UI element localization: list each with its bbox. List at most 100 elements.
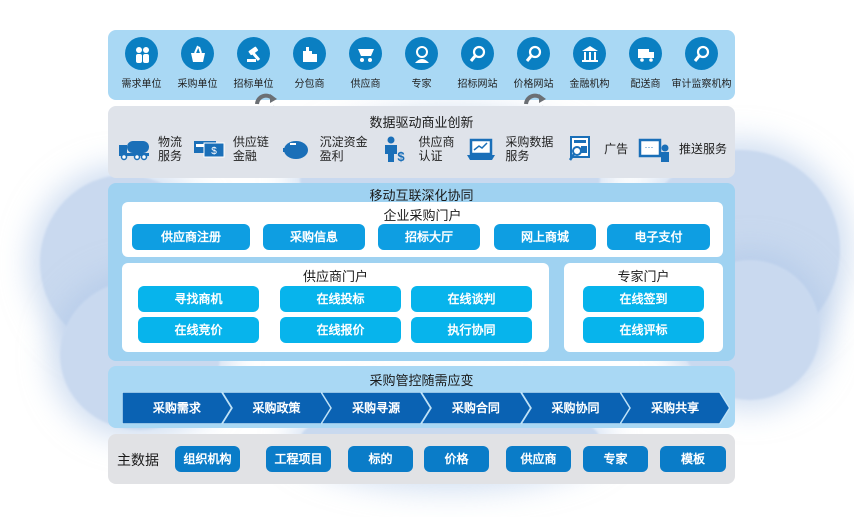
participants-layer: 需求单位采购单位招标单位分包商供应商 专家 招标网站价格网站 金融机构 配送商审计监察机…	[108, 30, 735, 100]
participant-item: 采购单位	[170, 37, 225, 90]
master-data-item[interactable]: 工程项目	[266, 446, 331, 472]
people-icon	[125, 37, 158, 70]
participant-item: 供应商	[338, 37, 393, 90]
label-line: 供应链	[232, 135, 269, 149]
innovation-service-label: 推送服务	[679, 142, 727, 156]
master-data-item[interactable]: 价格	[424, 446, 489, 472]
process-step[interactable]: 采购需求	[122, 392, 232, 424]
label-line: 服务	[505, 149, 530, 163]
enterprise-portal-button[interactable]: 网上商城	[494, 224, 596, 250]
master-data-item[interactable]: 模板	[660, 446, 726, 472]
search-icon	[461, 37, 494, 70]
label-line: 广告	[604, 142, 629, 156]
enterprise-portal-button[interactable]: 供应商注册	[132, 224, 250, 250]
label-line: 盈利	[319, 149, 344, 163]
process-step[interactable]: 采购合同	[421, 392, 531, 424]
businessman-dollar-icon: $	[374, 134, 414, 164]
participant-label: 配送商	[630, 79, 661, 90]
participant-item: 分包商	[282, 37, 337, 90]
master-data-item[interactable]: 组织机构	[175, 446, 240, 472]
expert-icon	[405, 37, 438, 70]
master-data-layer: 主数据 组织机构 工程项目 标的 价格 供应商 专家 模板	[108, 434, 735, 484]
participant-item: 需求单位	[114, 37, 169, 90]
cart-icon	[349, 37, 382, 70]
label-line: 供应商	[418, 135, 455, 149]
innovation-title: 数据驱动商业创新	[369, 116, 474, 131]
laptop-chart-icon	[461, 134, 501, 164]
participant-item: 配送商	[618, 37, 673, 90]
participant-item: 价格网站	[506, 37, 561, 90]
master-data-item[interactable]: 供应商	[506, 446, 571, 472]
process-step[interactable]: 采购政策	[221, 392, 332, 424]
label-line: 金融	[232, 149, 257, 163]
innovation-service-item: $供应商认证	[374, 134, 455, 164]
enterprise-portal-button[interactable]: 招标大厅	[378, 224, 480, 250]
boxes-icon	[293, 37, 326, 70]
innovation-service-label: 供应商认证	[418, 135, 454, 163]
supplier-portal-button[interactable]: 在线报价	[280, 317, 401, 343]
tanker-truck-icon	[114, 134, 154, 164]
master-data-label: 主数据	[117, 453, 159, 469]
control-layer: 采购管控随需应变 采购需求 采购政策采购寻源采购合同 采购协同 采购共享	[108, 366, 735, 428]
innovation-service-label: 沉淀资金盈利	[320, 135, 368, 163]
supplier-portal-button[interactable]: 执行协同	[411, 317, 532, 343]
innovation-service-label: 供应链金融	[233, 135, 269, 163]
innovation-service-item: 采购数据服务	[461, 134, 553, 164]
search-icon	[685, 37, 718, 70]
newspaper-icon	[560, 134, 600, 164]
bank-icon	[573, 37, 606, 70]
process-step[interactable]: 采购寻源	[321, 392, 431, 424]
expert-portal-panel: 专家门户 在线签到 在线评标	[564, 263, 723, 352]
supplier-portal-button[interactable]: 在线投标	[280, 286, 401, 312]
participant-label: 价格网站	[513, 79, 554, 90]
participant-item: 专家	[394, 37, 449, 90]
enterprise-portal-button[interactable]: 电子支付	[607, 224, 710, 250]
expert-portal-button[interactable]: 在线签到	[583, 286, 704, 312]
mobile-layer: 移动互联深化协同 企业采购门户 供应商注册 采购信息 招标大厅 网上商城 电子支…	[108, 183, 735, 361]
label-line: 沉淀资金	[319, 135, 368, 149]
expert-portal-button[interactable]: 在线评标	[583, 317, 704, 343]
process-step[interactable]: 采购协同	[520, 392, 631, 424]
participant-label: 专家	[411, 79, 432, 90]
participant-label: 金融机构	[569, 79, 610, 90]
svg-text:···: ···	[644, 142, 653, 152]
enterprise-portal-panel: 企业采购门户 供应商注册 采购信息 招标大厅 网上商城 电子支付	[122, 202, 723, 257]
innovation-layer: 数据驱动商业创新 物流服务$供应链金融沉淀资金盈利$供应商认证采购数据服务广告·…	[108, 106, 735, 178]
supplier-portal-button[interactable]: 在线谈判	[411, 286, 532, 312]
innovation-service-label: 广告	[604, 142, 628, 156]
participant-label: 审计监察机构	[671, 79, 732, 90]
control-title: 采购管控随需应变	[369, 374, 474, 389]
truck-icon	[629, 37, 662, 70]
participant-item: 审计监察机构	[671, 37, 732, 90]
innovation-service-item: 广告	[560, 134, 628, 164]
piggy-bank-icon	[276, 134, 316, 164]
master-data-item[interactable]: 标的	[348, 446, 413, 472]
participant-item: 招标网站	[450, 37, 505, 90]
participant-label: 供应商	[350, 79, 381, 90]
label-line: 物流	[158, 135, 183, 149]
supplier-portal-button[interactable]: 寻找商机	[138, 286, 259, 312]
process-flow: 采购需求 采购政策采购寻源采购合同 采购协同 采购共享	[122, 392, 730, 424]
label-line: 服务	[158, 149, 183, 163]
chat-person-icon: ···	[635, 134, 675, 164]
innovation-service-item: $ 供应链金融	[189, 134, 269, 164]
enterprise-portal-button[interactable]: 采购信息	[263, 224, 365, 250]
innovation-service-label: 采购数据服务	[505, 135, 553, 163]
innovation-service-item: ··· 推送服务	[635, 134, 727, 164]
innovation-service-label: 物流服务	[158, 135, 182, 163]
supplier-portal-title: 供应商门户	[302, 270, 368, 285]
svg-text:$: $	[211, 146, 217, 157]
process-step-label: 采购协同	[551, 401, 600, 415]
participant-label: 采购单位	[177, 79, 218, 90]
process-step-label: 采购需求	[152, 401, 201, 415]
supplier-portal-button[interactable]: 在线竞价	[138, 317, 259, 343]
label-line: 认证	[418, 149, 443, 163]
participant-item: 招标单位	[226, 37, 281, 90]
mobile-title: 移动互联深化协同	[369, 189, 474, 204]
label-line: 采购数据	[505, 135, 554, 149]
supplier-portal-panel: 供应商门户 寻找商机 在线投标 在线谈判 在线竞价 在线报价 执行协同	[122, 263, 549, 352]
process-step-label: 采购共享	[651, 401, 700, 415]
label-line: 推送服务	[678, 142, 727, 156]
process-step[interactable]: 采购共享	[620, 392, 730, 424]
master-data-item[interactable]: 专家	[583, 446, 648, 472]
